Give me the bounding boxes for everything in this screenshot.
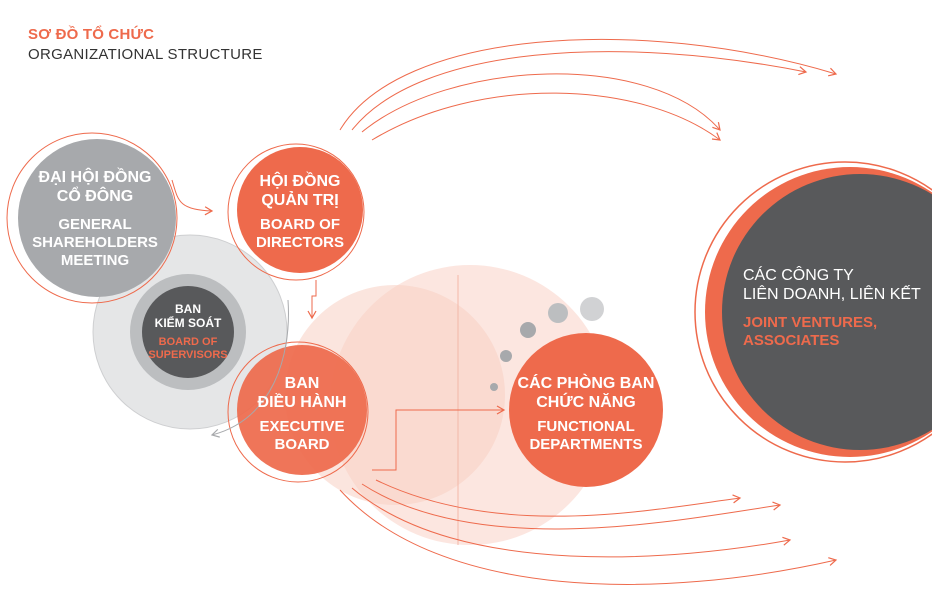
board-directors-ring	[227, 143, 365, 281]
functional-departments-circle	[509, 333, 663, 487]
general-meeting-en-3: MEETING	[60, 252, 130, 269]
upper-arc-3	[361, 73, 721, 133]
executive-board-en-2: BOARD	[274, 436, 330, 453]
board-directors-en-1: BOARD OF	[260, 216, 340, 233]
supervisors-en-1: BOARD OF	[158, 336, 218, 348]
joint-ventures-vn-1: CÁC CÔNG TY	[743, 267, 854, 284]
bubble-5	[580, 297, 604, 321]
general-meeting-ring	[6, 132, 178, 304]
executive-board-circle	[237, 345, 367, 475]
board-directors-label: HỘI ĐỒNG QUẢN TRỊ BOARD OF DIRECTORS	[240, 172, 360, 252]
joint-ventures-en-2: ASSOCIATES	[743, 332, 840, 349]
supervisors-vn-1: BAN	[175, 302, 201, 316]
page-subtitle: ORGANIZATIONAL STRUCTURE	[28, 46, 263, 63]
bubble-4	[548, 303, 568, 323]
general-meeting-circle	[18, 139, 176, 297]
joint-ventures-en-1: JOINT VENTURES,	[743, 314, 878, 331]
functional-departments-label: CÁC PHÒNG BAN CHỨC NĂNG FUNCTIONAL DEPAR…	[511, 374, 661, 454]
joint-ventures-vn-2: LIÊN DOANH, LIÊN KẾT	[743, 286, 921, 303]
board-directors-vn-2: QUẢN TRỊ	[261, 192, 339, 209]
upper-arc-4	[371, 92, 721, 141]
lower-arc-2	[351, 487, 792, 558]
general-meeting-label: ĐẠI HỘI ĐỒNG CỔ ĐÔNG GENERAL SHAREHOLDER…	[20, 168, 170, 270]
functional-departments-en-2: DEPARTMENTS	[529, 436, 643, 453]
general-meeting-en-2: SHAREHOLDERS	[32, 234, 158, 251]
executive-board-en-1: EXECUTIVE	[259, 418, 345, 435]
board-directors-vn-1: HỘI ĐỒNG	[259, 173, 341, 190]
joint-ventures-circle	[722, 174, 932, 450]
supervisors-en-2: SUPERVISORS	[148, 349, 228, 361]
executive-board-label: BAN ĐIỀU HÀNH EXECUTIVE BOARD	[242, 374, 362, 454]
upper-arc-1	[339, 38, 838, 131]
functional-departments-vn-2: CHỨC NĂNG	[536, 394, 636, 411]
functional-departments-vn-1: CÁC PHÒNG BAN	[517, 375, 655, 392]
arrow-meeting-to-board	[171, 179, 214, 216]
bubble-2	[500, 350, 512, 362]
joint-ventures-ring	[694, 161, 932, 463]
bubble-1	[490, 383, 498, 391]
general-meeting-vn-1: ĐẠI HỘI ĐỒNG	[38, 169, 152, 186]
lower-arc-4	[375, 479, 742, 517]
bubble-3	[520, 322, 536, 338]
executive-board-vn-1: BAN	[284, 375, 320, 392]
arrow-executive-to-departments	[372, 405, 506, 471]
arrow-board-to-executive	[307, 280, 317, 320]
executive-board-vn-2: ĐIỀU HÀNH	[257, 394, 347, 411]
supervisors-label: BAN KIỂM SOÁT BOARD OF SUPERVISORS	[143, 302, 233, 362]
board-directors-circle	[237, 147, 363, 273]
arrow-supervisors-to-executive	[210, 299, 289, 438]
joint-ventures-label: CÁC CÔNG TY LIÊN DOANH, LIÊN KẾT JOINT V…	[743, 266, 928, 350]
functional-departments-en-1: FUNCTIONAL	[537, 418, 635, 435]
lower-arc-1	[339, 489, 838, 585]
executive-board-ring	[227, 341, 369, 483]
general-meeting-vn-2: CỔ ĐÔNG	[56, 188, 134, 205]
general-meeting-en-1: GENERAL	[58, 216, 132, 233]
supervisors-vn-2: KIỂM SOÁT	[154, 316, 222, 330]
supervisors-circle	[142, 286, 234, 378]
lower-arc-3	[361, 483, 782, 530]
upper-arc-2	[351, 51, 808, 131]
board-directors-en-2: DIRECTORS	[255, 234, 345, 251]
page-title: SƠ ĐỒ TỔ CHỨC	[28, 26, 155, 43]
